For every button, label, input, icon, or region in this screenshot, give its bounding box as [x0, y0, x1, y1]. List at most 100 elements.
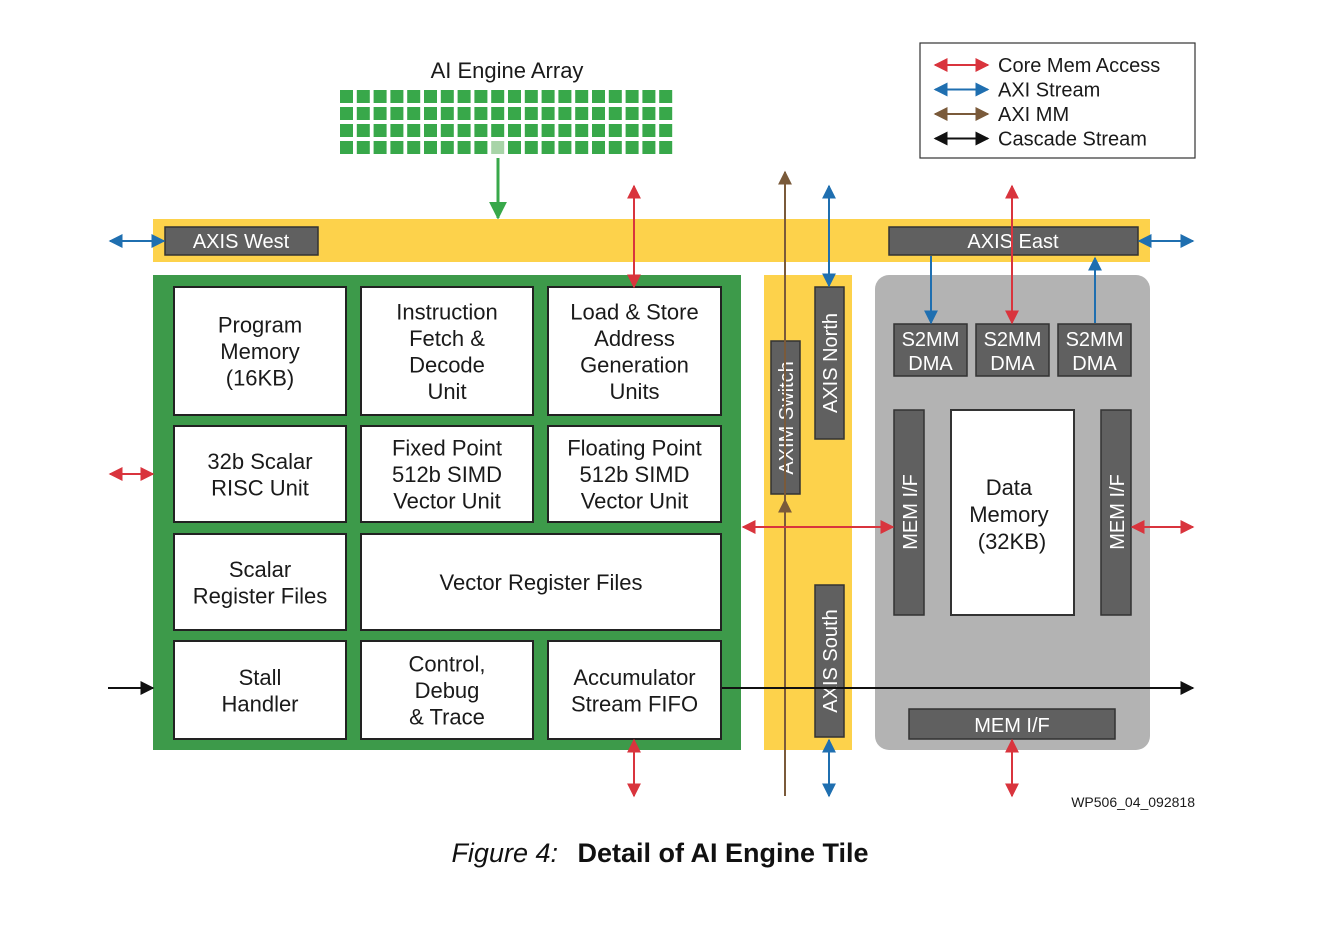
array-tile [340, 124, 353, 137]
mem-if-right-label: MEM I/F [1107, 474, 1129, 550]
array-tile [558, 107, 572, 120]
dma-frame [893, 323, 968, 377]
figure-caption: Figure 4: Detail of AI Engine Tile [0, 838, 1320, 869]
array-tile [407, 141, 421, 154]
core-block-frame [547, 425, 722, 523]
legend-label: Cascade Stream [998, 129, 1147, 151]
axis-south-bar [814, 584, 845, 738]
core-block-frame [173, 425, 347, 523]
array-tile [491, 90, 505, 103]
core-block-label: Vector Register Files [440, 570, 643, 595]
mem-if-bottom-label: MEM I/F [974, 715, 1050, 737]
figure-number: Figure 4: [451, 838, 558, 868]
core-block-control-debug: Control,Debug& Trace [360, 640, 534, 740]
array-tile [440, 141, 454, 154]
axis-west-bar [164, 226, 319, 256]
core-block-frame [360, 286, 534, 416]
data-memory-label: Data Memory (32KB) [969, 475, 1055, 554]
array-tile [575, 141, 589, 154]
array-tile [608, 107, 622, 120]
array-tile [356, 141, 370, 154]
array-tile [440, 124, 454, 137]
array-tile [558, 141, 572, 154]
mem-if-left-bar [893, 409, 925, 616]
array-tile [440, 90, 454, 103]
array-tile [575, 124, 589, 137]
core-block-frame [547, 640, 722, 740]
array-tile [457, 141, 471, 154]
array-tile [407, 124, 421, 137]
array-tile [592, 90, 605, 103]
array-tile [356, 90, 370, 103]
mem-if-bottom-bar [908, 708, 1116, 740]
core-block-frame [360, 640, 534, 740]
array-tile [373, 107, 387, 120]
array-tile [575, 107, 589, 120]
core-block-frame [173, 533, 347, 631]
axis-north-label: AXIS North [820, 313, 842, 413]
figure-id: WP506_04_092818 [1071, 794, 1195, 810]
array-tile [474, 141, 488, 154]
array-tile [659, 141, 673, 154]
axis-south-label: AXIS South [820, 609, 842, 712]
mem-if-left-label: MEM I/F [900, 474, 922, 550]
array-tile [541, 107, 555, 120]
array-tile [373, 124, 387, 137]
array-tile [659, 90, 673, 103]
data-memory-block [950, 409, 1075, 616]
array-tile [524, 141, 538, 154]
legend-label: AXI MM [998, 104, 1069, 126]
array-tile [457, 107, 471, 120]
core-block-frame [360, 425, 534, 523]
array-tile [642, 107, 656, 120]
array-tile [340, 107, 353, 120]
core-block-frame [360, 533, 722, 631]
core-block-label: Control,Debug& Trace [408, 652, 485, 730]
array-tile [390, 107, 404, 120]
legend-item: Core Mem Access [933, 55, 1160, 77]
array-tile [642, 124, 656, 137]
array-tile [592, 107, 605, 120]
array-tile [457, 124, 471, 137]
array-tile [659, 107, 673, 120]
legend-item: AXI Stream [933, 80, 1100, 102]
array-tile [575, 90, 589, 103]
array-tile [625, 141, 639, 154]
array-tile [524, 124, 538, 137]
array-tile [474, 90, 488, 103]
array-tile [474, 107, 488, 120]
array-tile [390, 141, 404, 154]
array-tile [541, 141, 555, 154]
array-tile [356, 107, 370, 120]
core-block-frame [173, 640, 347, 740]
array-tile [491, 107, 505, 120]
array-tile [373, 90, 387, 103]
array-tile [541, 90, 555, 103]
array-tile [340, 90, 353, 103]
array-tile [642, 90, 656, 103]
figure-title: Detail of AI Engine Tile [577, 838, 869, 868]
array-tile [373, 141, 387, 154]
array-tile [440, 107, 454, 120]
legend-item: Cascade Stream [933, 129, 1147, 151]
array-tile [390, 90, 404, 103]
array-tile [642, 141, 656, 154]
array-tile [491, 124, 505, 137]
legend-label: AXI Stream [998, 80, 1100, 102]
